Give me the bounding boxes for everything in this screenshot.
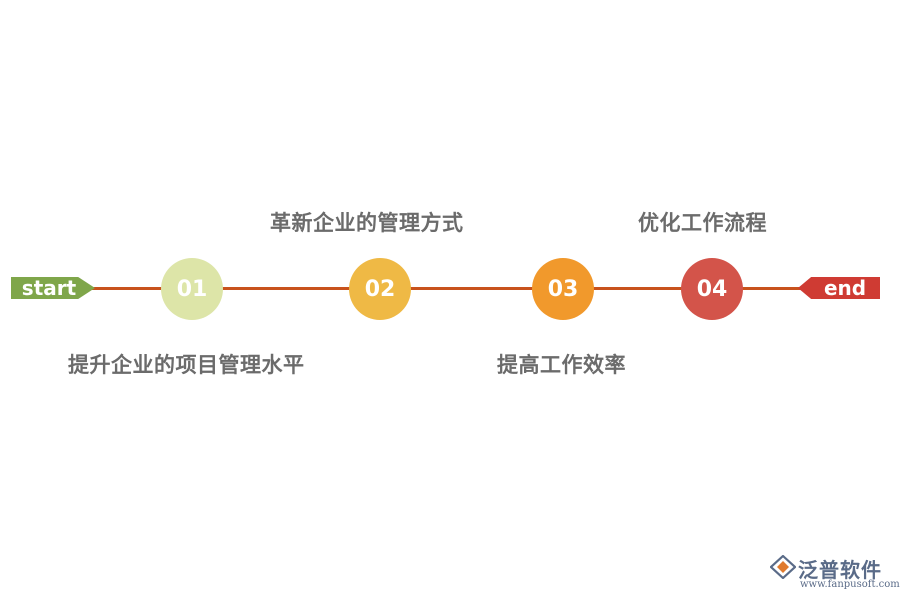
fanpu-logo-icon: [770, 555, 796, 579]
step-node-03: 03: [532, 258, 594, 320]
brand-name: 泛普软件: [798, 558, 882, 582]
step-label-01: 提升企业的项目管理水平: [68, 353, 305, 377]
step-number: 02: [364, 276, 396, 302]
brand-url: www.fanpusoft.com: [800, 579, 900, 590]
step-node-04: 04: [681, 258, 743, 320]
step-number: 03: [547, 276, 579, 302]
step-number: 01: [176, 276, 208, 302]
step-label-04: 优化工作流程: [638, 211, 767, 235]
brand-logo: 泛普软件 www.fanpusoft.com: [770, 553, 900, 593]
start-label: start: [21, 276, 77, 300]
start-tag: start: [11, 277, 95, 299]
step-node-01: 01: [161, 258, 223, 320]
timeline-line: [90, 287, 810, 290]
end-label: end: [823, 276, 867, 300]
end-tag: end: [798, 277, 880, 299]
step-label-03: 提高工作效率: [497, 353, 626, 377]
step-node-02: 02: [349, 258, 411, 320]
step-label-02: 革新企业的管理方式: [270, 211, 464, 235]
step-number: 04: [696, 276, 728, 302]
